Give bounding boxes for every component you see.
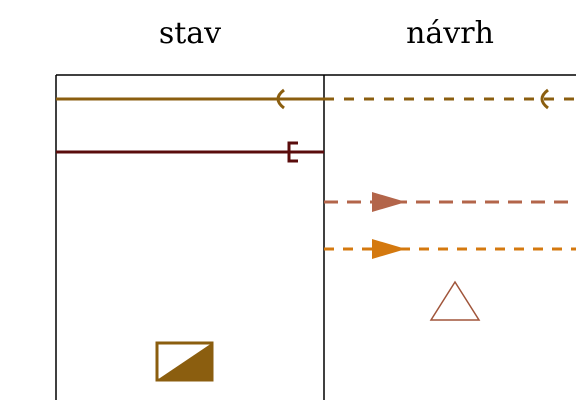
row-5-proposed-triangle	[429, 280, 481, 321]
row-4-proposed-symbol	[324, 239, 576, 259]
row-3-proposed-symbol	[324, 192, 576, 212]
header-existing: stav	[158, 16, 222, 51]
header-proposed: návrh	[406, 16, 494, 51]
row-6-existing-half-square	[155, 341, 214, 382]
row-1-existing-symbol	[56, 88, 324, 110]
row-1-proposed-symbol	[324, 88, 576, 110]
row-2-existing-symbol	[56, 141, 324, 163]
